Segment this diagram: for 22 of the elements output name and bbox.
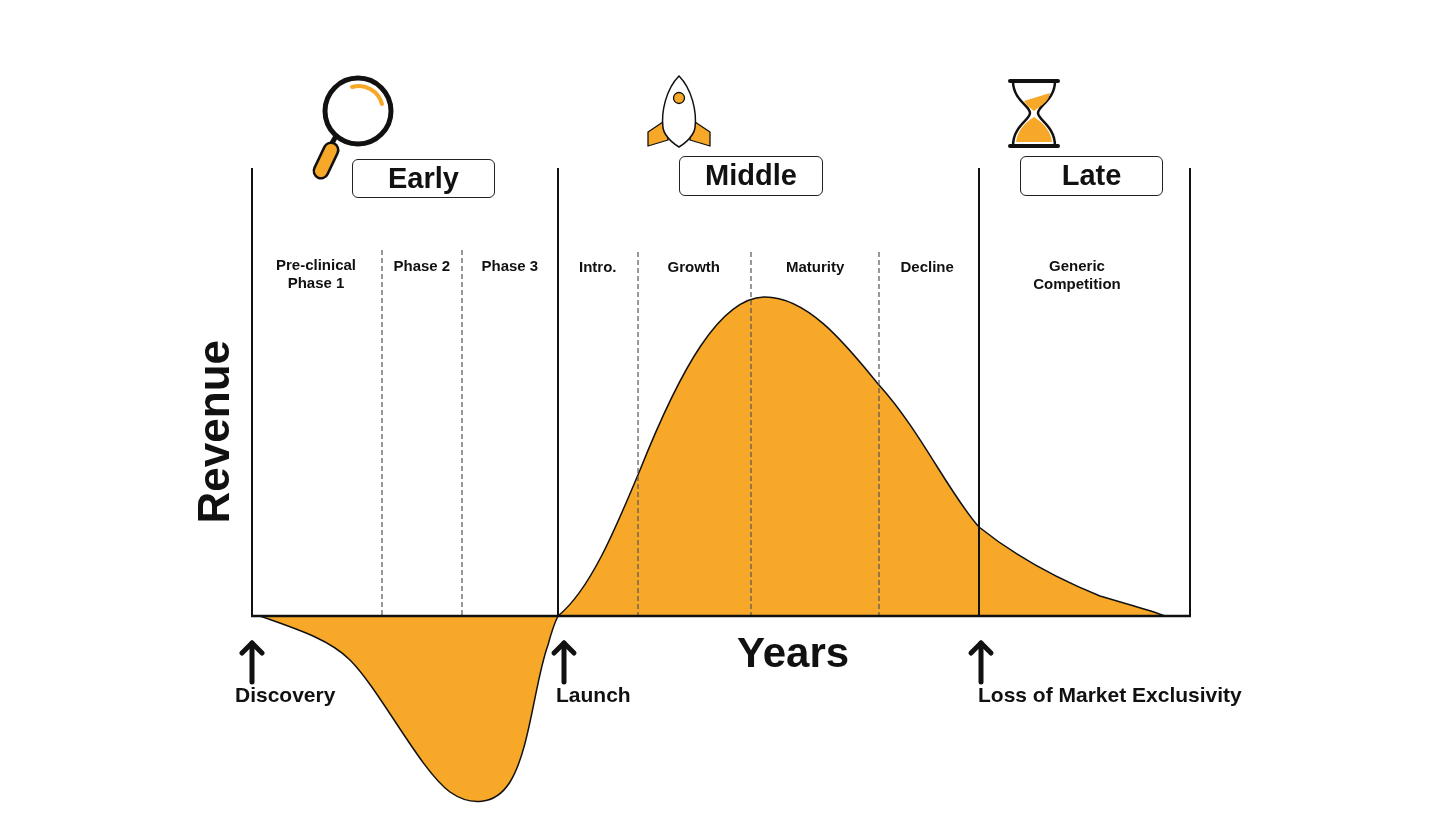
arrow — [239, 640, 265, 685]
stage-label: Decline — [900, 258, 954, 276]
stage-title: Early — [388, 162, 459, 195]
stage-label: Pre-clinical Phase 1 — [274, 256, 357, 292]
stage-label: Intro. — [579, 258, 617, 276]
arrow — [968, 640, 994, 685]
stage-title: Middle — [705, 160, 797, 192]
stage-title: Late — [1061, 160, 1122, 192]
arrow — [551, 640, 577, 685]
milestone-label: Discovery — [235, 682, 336, 708]
milestone-label: Loss of Market Exclusivity — [978, 682, 1242, 708]
stage-header-box — [1020, 156, 1163, 196]
y-axis-title: Revenue — [191, 339, 238, 523]
stage-label: Phase 3 — [481, 257, 539, 275]
stage-label: Phase 2 — [393, 257, 451, 275]
stage-header-box — [352, 159, 495, 198]
x-axis-title: Years — [737, 631, 850, 676]
stage-header-box — [679, 156, 823, 196]
stage-label: Maturity — [786, 258, 845, 276]
stage-label: Growth — [667, 258, 720, 276]
milestone-label: Launch — [556, 682, 631, 708]
stage-label: Generic Competition — [1032, 257, 1122, 293]
